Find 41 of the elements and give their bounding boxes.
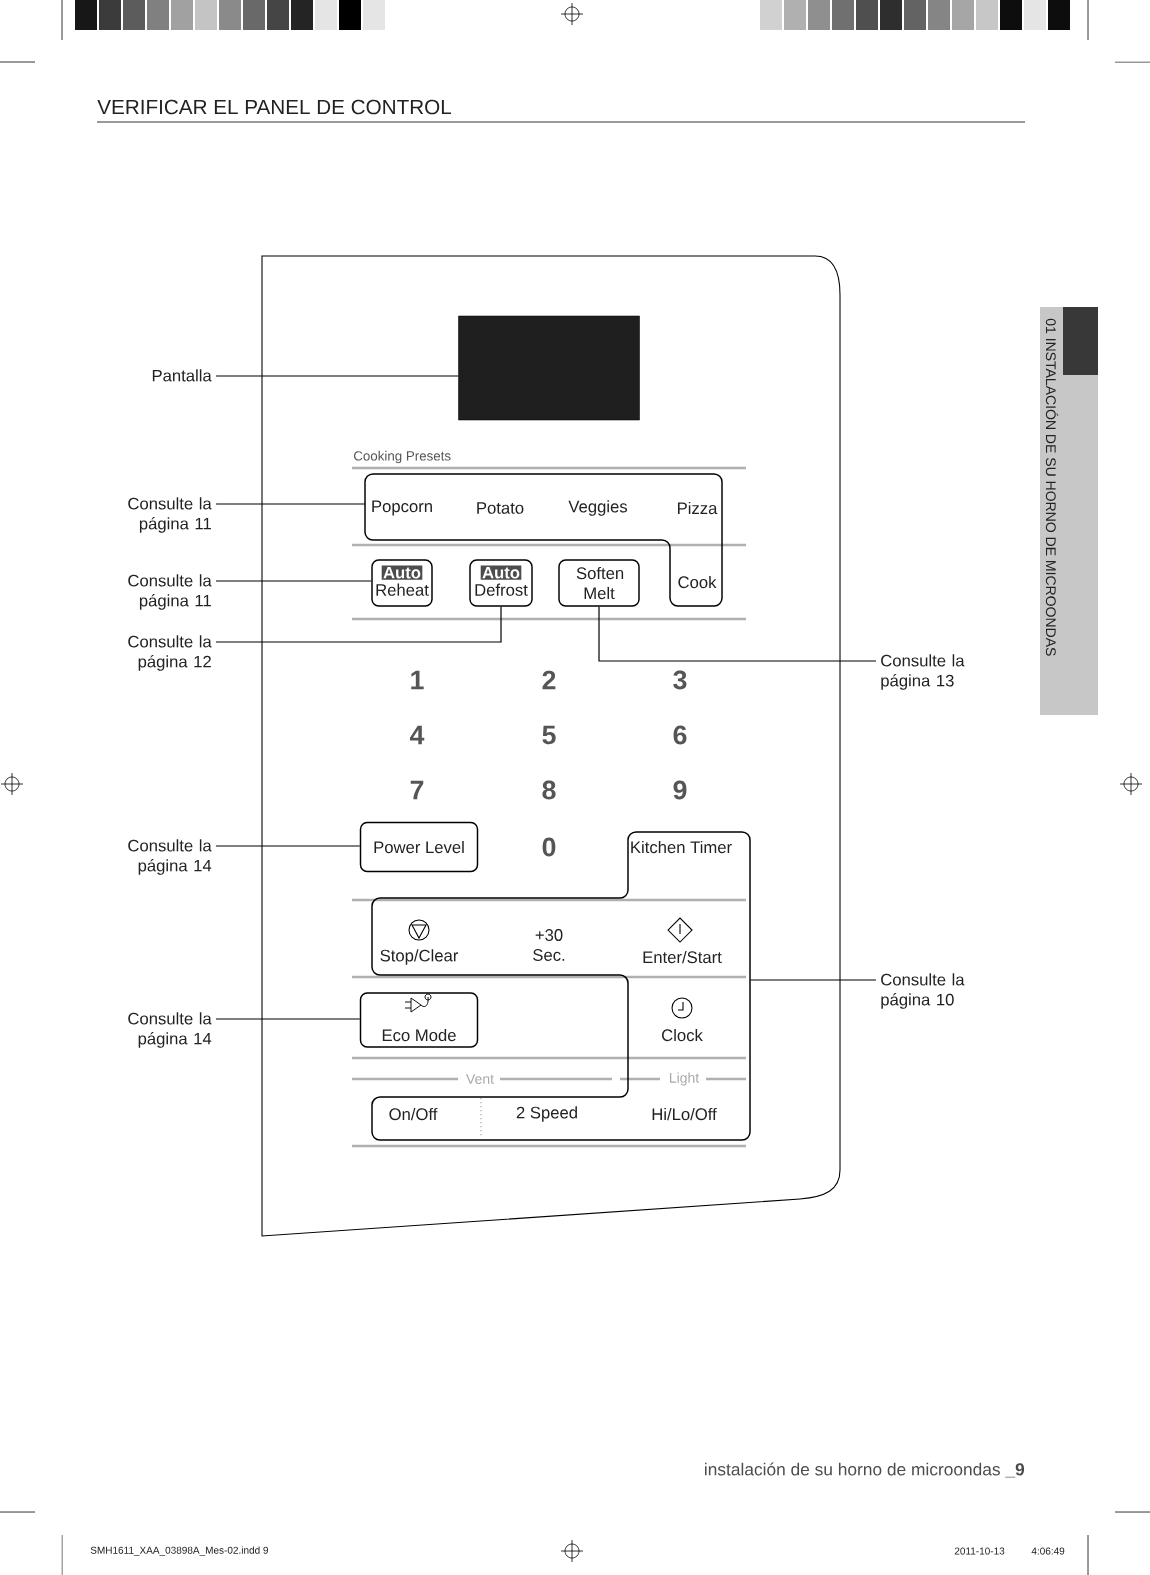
file-slug: SMH1611_XAA_03898A_Mes-02.indd 9 — [90, 1546, 268, 1556]
keypad-digit: 1 — [411, 670, 424, 690]
leader-line — [215, 375, 459, 377]
page-footer: instalación de su horno de microondas _9 — [705, 1462, 1025, 1478]
keypad-digit: 4 — [410, 725, 425, 745]
leader-line — [749, 979, 877, 981]
display-screen — [458, 315, 640, 421]
callout-text: Consulte la página 11 — [128, 497, 212, 533]
callout-text: Consulte la página 10 — [881, 973, 965, 1009]
key-button: Eco Mode — [359, 992, 479, 1048]
callout-text: Consulte la página 14 — [128, 839, 212, 875]
leader-line — [215, 580, 372, 582]
print-date: 2011-10-13 — [954, 1547, 1005, 1555]
callout-text: Consulte la página 13 — [881, 654, 965, 690]
section-tab: 01 INSTALACIÓN DE SU HORNO DE MICROONDAS — [1040, 307, 1098, 715]
section-label: Cooking Presets — [353, 450, 451, 464]
keypad-digit: 5 — [542, 725, 556, 745]
leader-line — [215, 503, 366, 505]
callout-text: Consulte la página 12 — [128, 635, 212, 671]
key-button: Auto Defrost — [469, 559, 533, 607]
print-time: 4:06:49 — [1031, 1547, 1065, 1555]
keypad-digit: 0 — [542, 837, 556, 857]
key-button: Soften Melt — [558, 559, 640, 607]
callout-text: Consulte la página 14 — [128, 1012, 212, 1048]
keypad-digit: 9 — [673, 780, 687, 800]
group-label: Light — [670, 1072, 700, 1086]
keypad-digit: 3 — [673, 670, 687, 690]
keypad-digit: 6 — [673, 725, 687, 745]
key-button: Power Level — [359, 821, 479, 873]
keypad-digit: 7 — [410, 780, 424, 800]
keypad-digit: 2 — [542, 670, 556, 690]
callout-text: Pantalla — [152, 369, 212, 382]
group-label: Vent — [466, 1074, 494, 1084]
leader-line — [215, 1018, 361, 1020]
leader-line — [215, 606, 502, 643]
key-button: Auto Reheat — [371, 559, 433, 607]
title: VERIFICAR EL PANEL DE CONTROL — [97, 99, 452, 115]
leader-line — [215, 845, 361, 847]
keypad-digit: 8 — [542, 780, 556, 800]
callout-text: Consulte la página 11 — [128, 574, 212, 610]
leader-line — [598, 606, 877, 662]
